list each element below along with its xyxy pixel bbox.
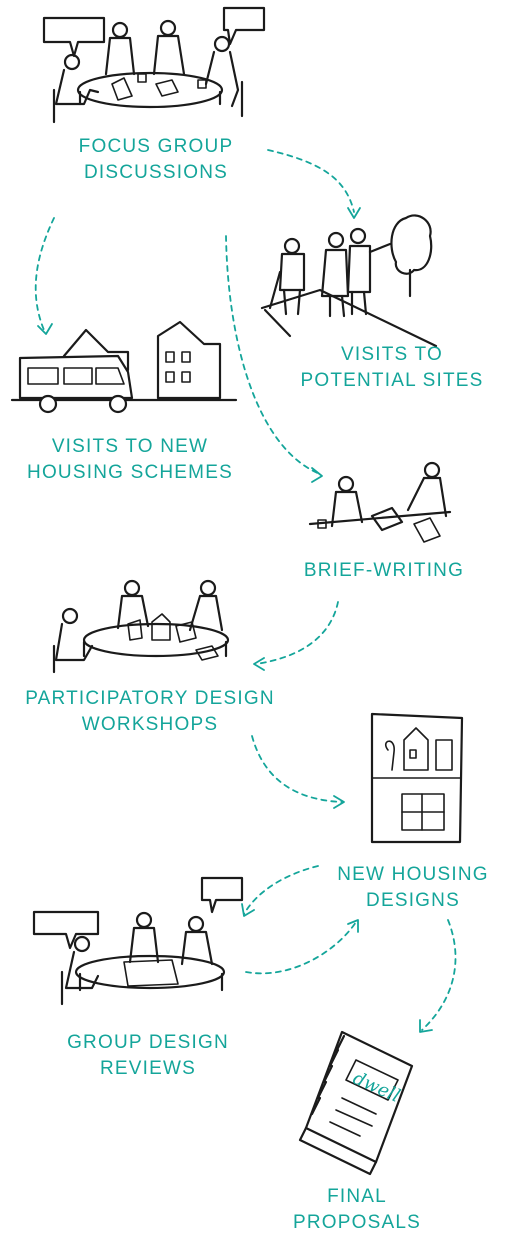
arrowhead-designs-to-final [419, 1019, 433, 1033]
label-final-proposals: FINAL PROPOSALS [282, 1184, 432, 1236]
label-group-reviews-line1: GROUP DESIGN [67, 1032, 229, 1053]
housing-schemes-illustration [10, 320, 238, 414]
brief-writing-illustration [308, 461, 452, 543]
review-illustration [32, 876, 244, 1006]
arrowhead-brief-to-workshop [253, 657, 265, 671]
arrowhead-focus-to-sites [347, 207, 361, 219]
arrow-review-to-designs [245, 921, 357, 975]
arrow-workshop-to-designs [251, 735, 343, 803]
label-housing-designs-line1: NEW HOUSING [337, 864, 489, 885]
arrow-designs-to-final [421, 919, 457, 1031]
arrowhead-focus-to-schemes [37, 323, 53, 335]
label-potential-sites-line1: VISITS TO [341, 344, 443, 365]
focus-group-illustration [42, 6, 266, 124]
label-focus-group-line1: FOCUS GROUP [78, 136, 234, 157]
label-focus-group-line2: DISCUSSIONS [83, 162, 229, 183]
label-design-workshops-line2: WORKSHOPS [81, 714, 219, 735]
arrow-to-brief [225, 235, 321, 475]
label-housing-designs: NEW HOUSING DESIGNS [318, 862, 508, 914]
label-group-reviews: GROUP DESIGN REVIEWS [46, 1030, 250, 1082]
booklet-logo: dwell [350, 1068, 404, 1107]
arrowhead-review-to-designs [347, 919, 359, 933]
label-final-proposals-line1: FINAL [327, 1186, 387, 1207]
label-focus-group: FOCUS GROUP DISCUSSIONS [48, 134, 264, 186]
arrowhead-workshop-to-designs [333, 795, 345, 809]
workshop-illustration [52, 579, 230, 674]
label-housing-schemes-line2: HOUSING SCHEMES [27, 462, 233, 483]
label-potential-sites-line2: POTENTIAL SITES [300, 370, 484, 391]
arrowhead-designs-to-review [241, 903, 255, 917]
arrow-focus-to-sites [267, 149, 355, 213]
label-brief-writing: BRIEF-WRITING [282, 558, 486, 584]
booklet-illustration: dwell [298, 1030, 414, 1176]
arrow-designs-to-review [243, 865, 319, 915]
label-group-reviews-line2: REVIEWS [99, 1058, 197, 1079]
arrowhead-to-brief [311, 467, 323, 483]
label-housing-designs-line2: DESIGNS [366, 890, 460, 911]
arrow-brief-to-workshop [255, 601, 339, 665]
flow-arrows [34, 149, 457, 1033]
housing-designs-illustration [370, 712, 464, 844]
label-potential-sites: VISITS TO POTENTIAL SITES [288, 342, 496, 394]
arrow-focus-to-schemes [34, 217, 55, 331]
label-design-workshops: PARTICIPATORY DESIGN WORKSHOPS [0, 686, 300, 738]
site-visit-illustration [260, 214, 438, 348]
label-housing-schemes: VISITS TO NEW HOUSING SCHEMES [2, 434, 258, 486]
label-housing-schemes-line1: VISITS TO NEW [51, 436, 209, 457]
label-design-workshops-line1: PARTICIPATORY DESIGN [25, 688, 275, 709]
label-final-proposals-line2: PROPOSALS [292, 1212, 421, 1233]
label-brief-writing-line1: BRIEF-WRITING [303, 560, 465, 581]
